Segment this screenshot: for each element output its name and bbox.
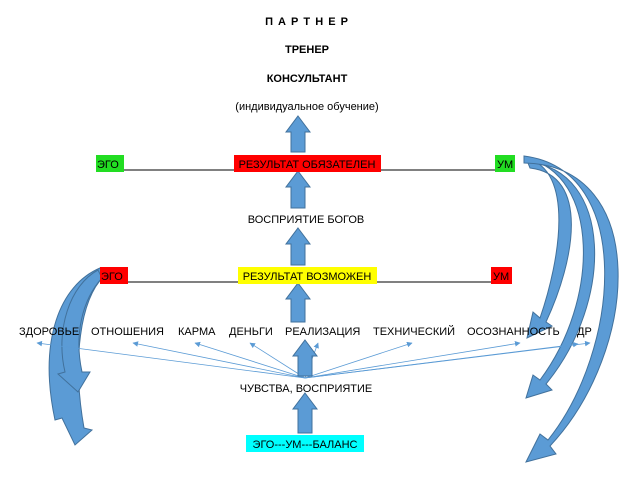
middle-result-highlight [238,267,377,284]
thin-arrow [304,341,521,379]
middle-mind-label: УМ [493,271,509,283]
thin-arrows [36,340,591,379]
area-health: ЗДОРОВЬЕ [19,326,79,338]
feelings-label: ЧУВСТВА, ВОСПРИЯТИЕ [240,383,373,395]
block-arrows [285,115,318,434]
thin-arrow [194,341,306,379]
area-money: ДЕНЬГИ [229,326,273,338]
area-realization: РЕАЛИЗАЦИЯ [285,326,360,338]
area-karma: КАРМА [178,326,216,338]
middle-ego-highlight [100,267,128,284]
top-ego-label: ЭГО [97,159,119,171]
top-mind-label: УМ [497,159,513,171]
thin-arrow [132,341,306,379]
gods-perception-label: ВОСПРИЯТИЕ БОГОВ [248,214,364,226]
up-arrow-to-feelings [292,392,318,434]
trainer-title: ТРЕНЕР [285,44,329,56]
thin-arrow [304,341,413,379]
up-arrow-to-gods [285,227,311,266]
right-middle-curved-arrow [525,157,596,399]
thin-arrow [36,340,306,379]
up-arrow-to-result-mandatory [285,170,311,209]
middle-result-label: РЕЗУЛЬТАТ ВОЗМОЖЕН [243,271,372,283]
partner-title: П А Р Т Н Е Р [265,16,349,28]
right-short-curved-arrow [525,157,572,339]
area-technical: ТЕХНИЧЕСКИЙ [373,325,455,338]
base-label: ЭГО---УМ---БАЛАНС [253,439,358,451]
curved-arrows [48,155,619,463]
right-long-curved-arrow [523,155,619,463]
up-arrow-to-individual [285,115,311,153]
top-mind-highlight [495,155,515,172]
area-other: ДР [577,326,592,338]
middle-ego-label: ЭГО [101,271,123,283]
middle-mind-highlight [491,267,512,284]
left-inner-curved-arrow [56,269,103,393]
up-arrow-areas-to-feelings [292,339,318,377]
up-arrow-to-result-possible [285,282,311,323]
area-awareness: ОСОЗНАННОСТЬ [467,326,560,338]
consultant-title: КОНСУЛЬТАНТ [267,73,348,85]
top-result-label: РЕЗУЛЬТАТ ОБЯЗАТЕЛЕН [239,159,376,171]
thin-arrow [249,342,306,379]
top-result-highlight [234,155,381,172]
thin-arrow [304,341,579,379]
top-ego-highlight [96,155,124,172]
area-relations: ОТНОШЕНИЯ [91,326,164,338]
individual-note: (индивидуальное обучение) [235,101,378,113]
base-highlight [246,435,364,452]
